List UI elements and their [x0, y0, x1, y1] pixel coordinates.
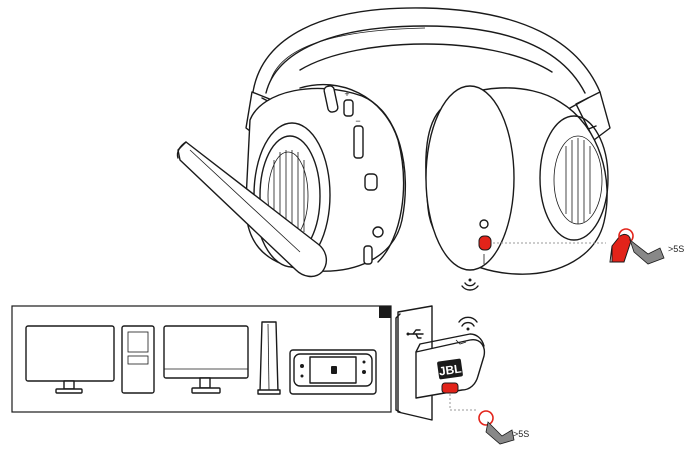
- headset-button-zoom: [609, 233, 631, 263]
- dongle-brand-text: JBL: [438, 361, 462, 378]
- nintendo-switch: [289, 349, 377, 395]
- dongle-wireless-signal-icon: [458, 316, 478, 331]
- usb-dongle: JBL: [415, 333, 486, 399]
- wireless-signal-icon: [461, 278, 479, 291]
- right-earcup: [425, 85, 609, 275]
- usb-icon: [406, 329, 424, 339]
- panel-corner-marker: [379, 306, 391, 318]
- pc-monitor: [25, 325, 115, 394]
- headset-hold-label: >5S: [668, 244, 684, 254]
- right-grille-pattern: [565, 138, 591, 224]
- mic-mute-led: [479, 219, 489, 229]
- pc-tower: [121, 325, 155, 394]
- monitor: [163, 325, 249, 394]
- boom-microphone: [176, 141, 328, 278]
- headband: [252, 7, 601, 94]
- dongle-connect-button[interactable]: [441, 382, 459, 394]
- connect-button-highlight[interactable]: [478, 235, 492, 251]
- devices-panel: [11, 305, 392, 413]
- audio-jack: [372, 226, 384, 238]
- left-control-strip: + −: [323, 85, 384, 265]
- usb-c-port: [363, 245, 373, 265]
- headset: + −: [176, 7, 684, 278]
- volume-minus-label: −: [355, 116, 360, 126]
- dongle-hold-label: >5S: [513, 429, 529, 439]
- playstation-console: [257, 321, 281, 395]
- dongle-callout-line: [449, 394, 476, 411]
- hand-press-icon: [618, 228, 665, 265]
- dongle-hand-press-icon: [478, 410, 515, 445]
- game-chat-dial[interactable]: [364, 173, 378, 191]
- volume-plus-label: +: [344, 89, 349, 99]
